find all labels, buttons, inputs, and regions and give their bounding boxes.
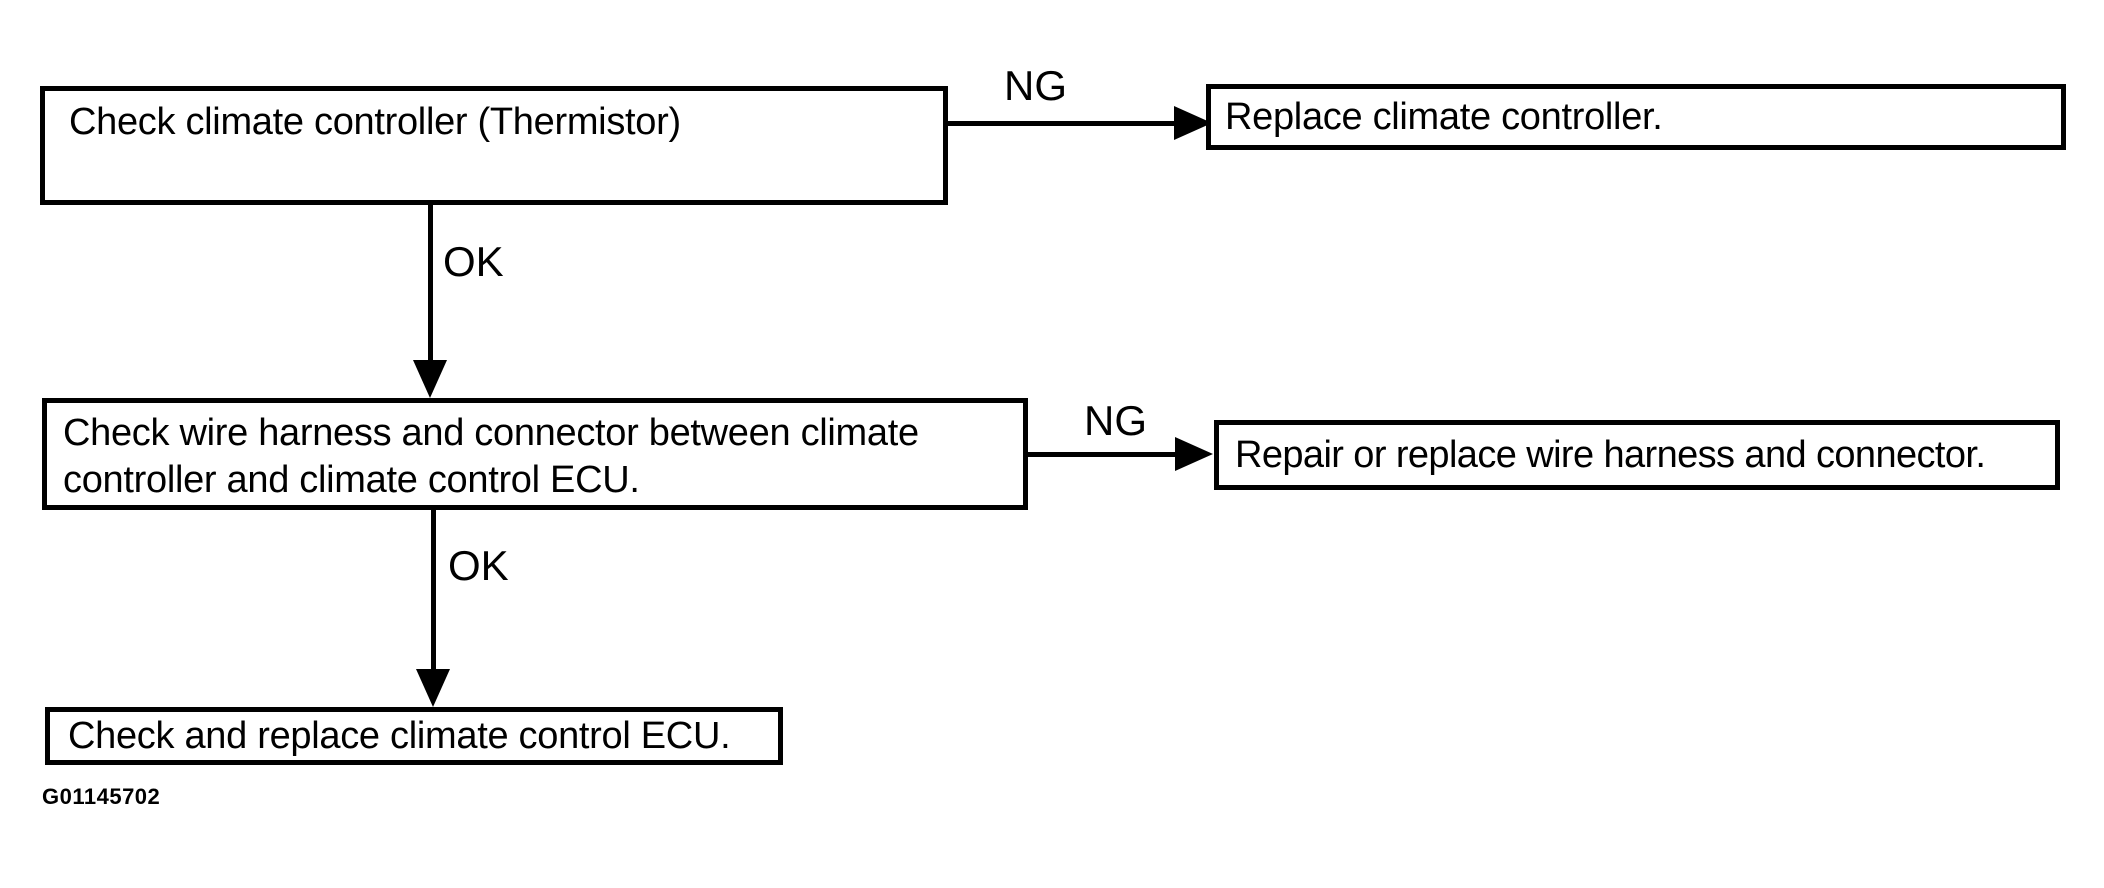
connector-line-ok-2: [431, 510, 436, 672]
node-text-line-1: Check wire harness and connector between…: [63, 412, 919, 454]
node-text: Check and replace climate control ECU.: [68, 714, 731, 757]
node-text: Replace climate controller.: [1225, 95, 1663, 138]
edge-label-ng-1: NG: [1004, 62, 1067, 109]
connector-line-ng-1: [948, 121, 1178, 126]
node-text-line-2: controller and climate control ECU.: [63, 459, 640, 501]
figure-code: G01145702: [42, 784, 161, 809]
edge-label-ok-2: OK: [448, 542, 509, 589]
flowchart-node-check-climate-controller: Check climate controller (Thermistor): [40, 86, 948, 205]
arrowhead-right-icon: [1175, 437, 1213, 471]
arrowhead-right-icon: [1174, 106, 1212, 140]
arrowhead-down-icon: [413, 360, 447, 398]
connector-line-ng-2: [1028, 452, 1178, 457]
flowchart-node-check-replace-ecu: Check and replace climate control ECU.: [45, 707, 783, 765]
flowchart-node-replace-climate-controller: Replace climate controller.: [1206, 84, 2066, 150]
edge-label-ng-2: NG: [1084, 397, 1147, 444]
node-text: Repair or replace wire harness and conne…: [1235, 433, 1986, 476]
connector-line-ok-1: [428, 205, 433, 363]
arrowhead-down-icon: [416, 669, 450, 707]
node-text: Check climate controller (Thermistor): [69, 101, 681, 143]
flowchart-node-check-wire-harness: Check wire harness and connector between…: [42, 398, 1028, 510]
edge-label-ok-1: OK: [443, 238, 504, 285]
flowchart-node-repair-wire-harness: Repair or replace wire harness and conne…: [1214, 420, 2060, 490]
